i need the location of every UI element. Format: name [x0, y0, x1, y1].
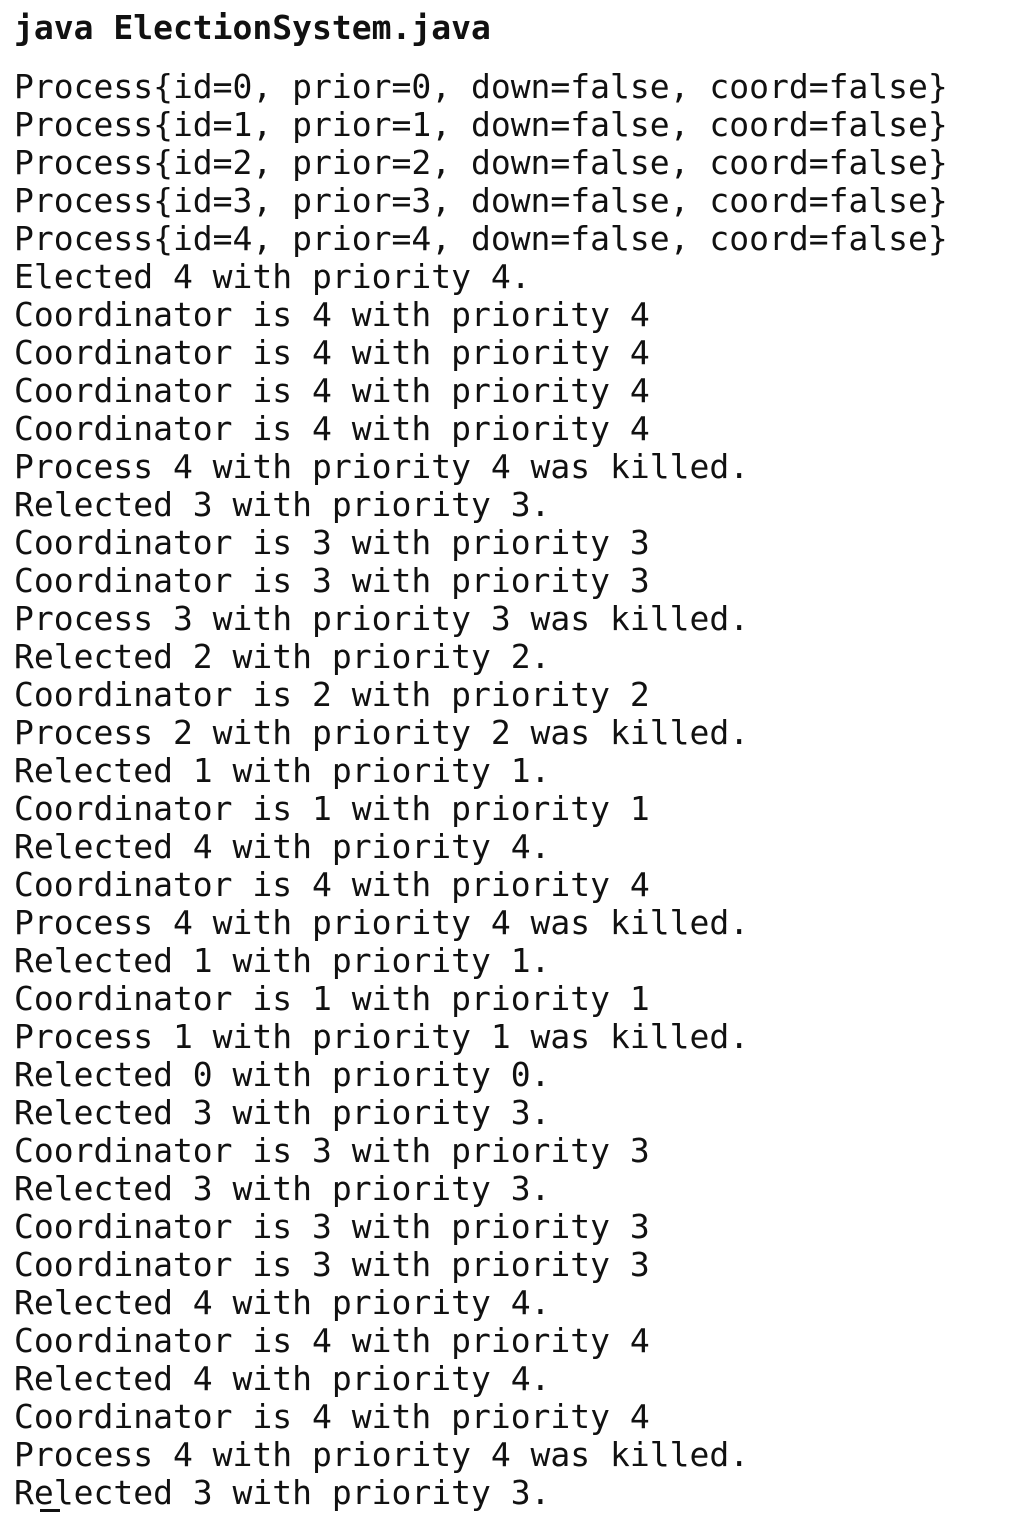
output-line: Coordinator is 4 with priority 4: [14, 865, 650, 904]
text-cursor: [40, 1509, 60, 1512]
output-line: Coordinator is 4 with priority 4: [14, 371, 650, 410]
output-line: Process 4 with priority 4 was killed.: [14, 447, 750, 486]
output-line: Relected 4 with priority 4.: [14, 827, 551, 866]
output-line: Process{id=2, prior=2, down=false, coord…: [14, 143, 948, 182]
output-line: Process 2 with priority 2 was killed.: [14, 713, 750, 752]
output-line: Relected 1 with priority 1.: [14, 941, 551, 980]
output-line: Relected 4 with priority 4.: [14, 1359, 551, 1398]
output-line: Elected 4 with priority 4.: [14, 257, 531, 296]
output-line: Process{id=3, prior=3, down=false, coord…: [14, 181, 948, 220]
output-line: Process 4 with priority 4 was killed.: [14, 1435, 750, 1474]
output-line: Relected 2 with priority 2.: [14, 637, 551, 676]
output-line: Relected 3 with priority 3.: [14, 1169, 551, 1208]
output-line: Process 3 with priority 3 was killed.: [14, 599, 750, 638]
output-line: Process{id=1, prior=1, down=false, coord…: [14, 105, 948, 144]
output-line: Coordinator is 3 with priority 3: [14, 1245, 650, 1284]
output-line: Process 4 with priority 4 was killed.: [14, 903, 750, 942]
output-line: Process 1 with priority 1 was killed.: [14, 1017, 750, 1056]
output-line: Relected 1 with priority 1.: [14, 751, 551, 790]
output-line: Coordinator is 4 with priority 4: [14, 1321, 650, 1360]
output-line: Relected 3 with priority 3.: [14, 1093, 551, 1132]
output-lines: Process{id=0, prior=0, down=false, coord…: [14, 68, 948, 1512]
output-line: Process{id=0, prior=0, down=false, coord…: [14, 67, 948, 106]
output-line: Relected 3 with priority 3.: [14, 485, 551, 524]
output-line: Coordinator is 4 with priority 4: [14, 295, 650, 334]
output-line: Coordinator is 1 with priority 1: [14, 789, 650, 828]
output-line: Coordinator is 4 with priority 4: [14, 333, 650, 372]
output-line: Coordinator is 4 with priority 4: [14, 409, 650, 448]
output-line: Process{id=4, prior=4, down=false, coord…: [14, 219, 948, 258]
output-line: Coordinator is 3 with priority 3: [14, 523, 650, 562]
output-line: Coordinator is 1 with priority 1: [14, 979, 650, 1018]
output-line: Coordinator is 2 with priority 2: [14, 675, 650, 714]
output-line: Coordinator is 4 with priority 4: [14, 1397, 650, 1436]
command-line: java ElectionSystem.java: [14, 8, 491, 47]
output-line: Relected 3 with priority 3.: [14, 1473, 551, 1512]
output-line: Relected 0 with priority 0.: [14, 1055, 551, 1094]
output-line: Coordinator is 3 with priority 3: [14, 1131, 650, 1170]
output-line: Relected 4 with priority 4.: [14, 1283, 551, 1322]
terminal-output-panel[interactable]: java ElectionSystem.java Process{id=0, p…: [14, 0, 1016, 1514]
output-line: Coordinator is 3 with priority 3: [14, 561, 650, 600]
output-line: Coordinator is 3 with priority 3: [14, 1207, 650, 1246]
